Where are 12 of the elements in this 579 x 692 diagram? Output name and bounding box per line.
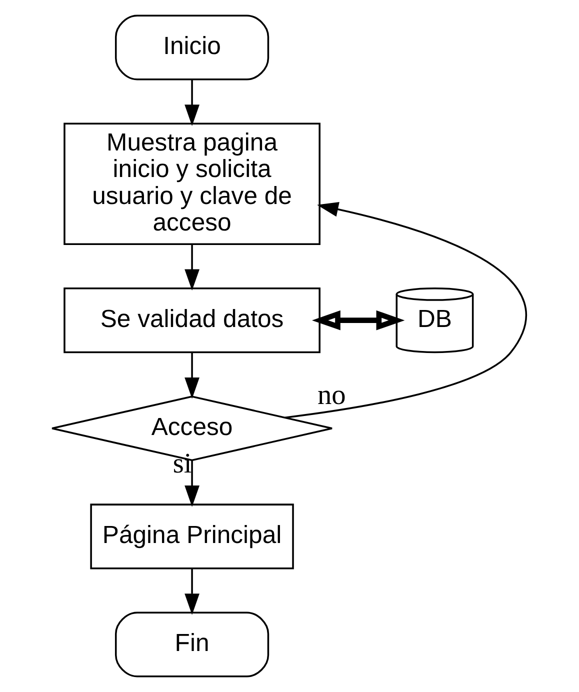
arrow <box>184 244 200 291</box>
arrow <box>184 460 200 507</box>
arrow <box>184 352 200 399</box>
node-box: Se validad datos <box>64 288 320 354</box>
arrow <box>312 310 405 330</box>
node-box: Muestra pagina inicio y solicita usuario y clave de acceso <box>64 122 320 246</box>
node-box: Inicio <box>114 14 270 80</box>
arrow <box>184 568 200 615</box>
arrow <box>184 79 200 126</box>
node-box: Fin <box>114 612 270 678</box>
node-box: Página Principal <box>90 504 294 570</box>
arrow <box>284 202 527 418</box>
